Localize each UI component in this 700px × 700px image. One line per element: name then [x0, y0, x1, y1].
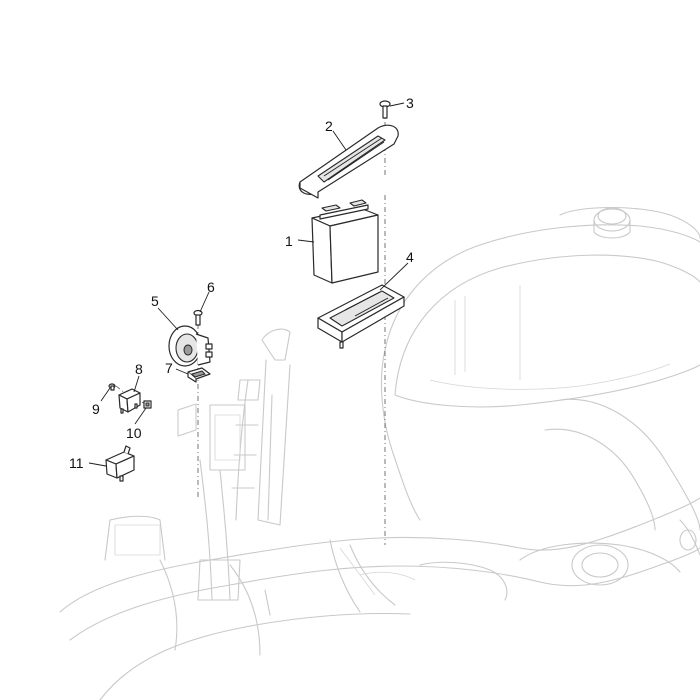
part-2-battery-strap: [298, 124, 399, 199]
callout-2: 2: [325, 118, 333, 134]
callout-1: 1: [285, 233, 293, 249]
callout-7: 7: [165, 360, 173, 376]
scooter-body-outline: [59, 207, 700, 700]
part-4-battery-tray: [317, 284, 405, 349]
steering-column-outline: [177, 328, 291, 601]
callout-5: 5: [151, 293, 159, 309]
callout-3: 3: [406, 95, 414, 111]
callout-11: 11: [69, 455, 84, 471]
part-6-screw: [193, 309, 203, 326]
callout-6: 6: [207, 279, 215, 295]
callout-9: 9: [92, 401, 100, 417]
part-3-screw: [379, 100, 391, 119]
part-7-bracket: [187, 367, 211, 383]
part-10-connector: [143, 400, 152, 409]
part-8-relay: [118, 388, 141, 414]
callout-labels: 1 2 3 4 5 6 7 8 9 10 11: [69, 95, 414, 471]
part-1-battery: [311, 199, 379, 284]
callout-8: 8: [135, 361, 143, 377]
callout-4: 4: [406, 249, 414, 265]
leader-lines: [88, 102, 409, 467]
part-9-screw: [108, 383, 116, 391]
part-5-horn: [168, 325, 213, 367]
part-11-control-unit: [105, 445, 135, 482]
callout-10: 10: [126, 425, 142, 441]
